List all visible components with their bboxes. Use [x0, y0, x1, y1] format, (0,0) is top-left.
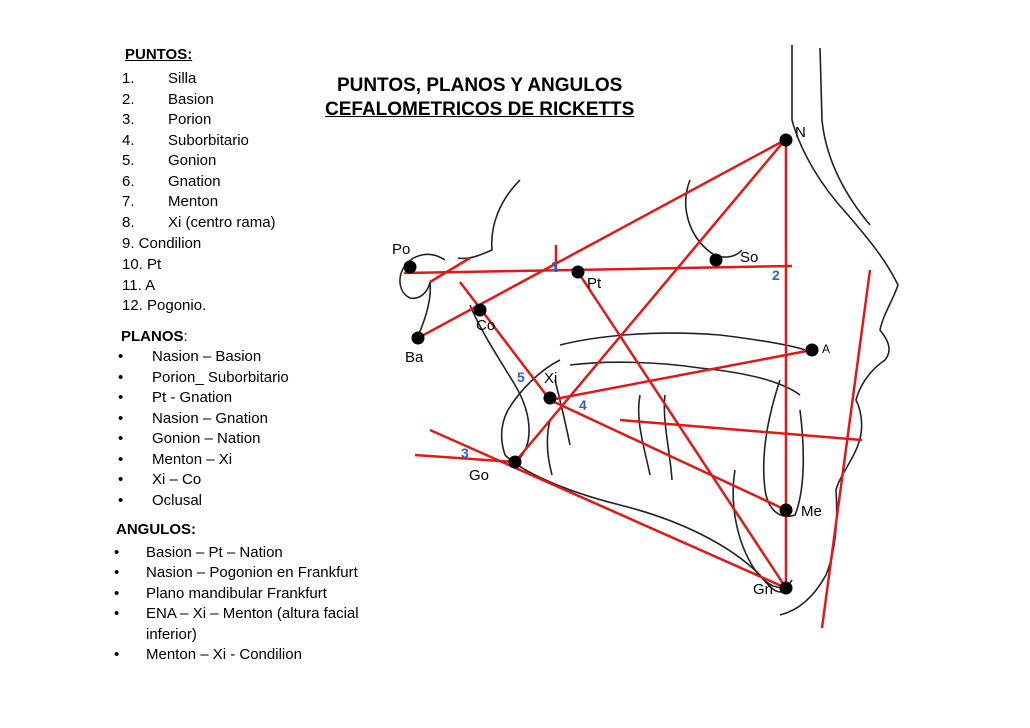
skull-tracing: [399, 45, 899, 616]
nasal-profile: [819, 47, 871, 226]
orbit-outline: [684, 179, 743, 258]
plano-item: •Nasion – Gnation: [118, 410, 268, 427]
plane-oclusal: [619, 418, 863, 442]
label-po: Po: [392, 241, 410, 258]
ramus-outline: [469, 304, 530, 459]
cephalometric-lines: [403, 138, 872, 629]
label-co: Co: [476, 317, 495, 334]
punto-item: 5.Gonion: [122, 152, 217, 169]
plane-frankfurt: [403, 264, 793, 275]
page-title: PUNTOS, PLANOS Y ANGULOS CEFALOMETRICOS …: [325, 74, 634, 122]
punto-item: 8.Xi (centro rama): [122, 214, 276, 231]
tooth-incisor: [762, 379, 805, 517]
point-me: [779, 503, 793, 517]
plane-xi-menton: [549, 398, 787, 512]
plano-item: •Menton – Xi: [118, 451, 233, 468]
number-1: 1: [551, 258, 559, 274]
plane-mandibular: [429, 428, 787, 590]
plano-item: •Nasion – Basion: [118, 348, 262, 365]
label-go: Go: [469, 467, 489, 484]
ear-region: [399, 253, 446, 300]
title-line-2: CEFALOMETRICOS DE RICKETTS: [325, 99, 635, 120]
number-4: 4: [579, 397, 587, 413]
number-5: 5: [517, 369, 525, 385]
point-go: [508, 455, 522, 469]
plane-xi-a: [549, 348, 813, 402]
plane-pt-gnation: [576, 271, 788, 589]
cephalometric-points: [403, 133, 819, 595]
point-labels: N Po So Pt Co Ba A Xi Go Me Gn: [392, 124, 830, 598]
plane-gonion-nasion: [514, 139, 786, 463]
label-a: A: [822, 342, 830, 356]
point-ba: [411, 331, 425, 345]
point-so: [709, 253, 723, 267]
angulo-item: •Nasion – Pogonion en Frankfurt: [114, 564, 358, 581]
mandibular-canal: [546, 379, 571, 476]
punto-item: 2.Basion: [122, 91, 214, 108]
label-pt: Pt: [587, 275, 602, 292]
plane-nasion-pogonion: [820, 269, 872, 629]
point-pt: [571, 265, 585, 279]
plane-xi-co: [459, 281, 551, 401]
point-xi: [543, 391, 557, 405]
point-a: [805, 343, 819, 357]
punto-item: 10. Pt: [122, 256, 162, 273]
point-co: [473, 303, 487, 317]
angulo-item: •Plano mandibular Frankfurt: [114, 585, 327, 602]
point-gn: [779, 581, 793, 595]
plano-item: •Xi – Co: [118, 471, 202, 488]
plano-item: •Oclusal: [118, 492, 203, 509]
label-ba: Ba: [405, 349, 424, 366]
point-po: [403, 260, 417, 274]
palate-outline: [569, 361, 801, 396]
puntos-heading: PUNTOS:: [125, 46, 193, 63]
angulo-item-continued: inferior): [146, 626, 197, 643]
cervical-outline: [500, 359, 561, 456]
maxilla-outline: [559, 332, 806, 351]
plane-numbers: 1 2 3 4 5: [461, 258, 780, 461]
punto-item: 9. Condilion: [122, 235, 202, 252]
plano-item: •Gonion – Nation: [118, 430, 261, 447]
posterior-cranium: [457, 179, 521, 260]
point-n: [779, 133, 793, 147]
plano-item: •Pt - Gnation: [118, 389, 233, 406]
planos-heading: PLANOS:: [121, 328, 188, 345]
punto-item: 12. Pogonio.: [122, 297, 207, 314]
angulo-item: •Menton – Xi - Condilion: [114, 646, 302, 663]
label-xi: Xi: [544, 370, 557, 387]
angulo-item: •ENA – Xi – Menton (altura facial: [114, 605, 359, 622]
mandible-outline: [504, 454, 787, 593]
title-line-1: PUNTOS, PLANOS Y ANGULOS: [336, 75, 623, 96]
punto-item: 11. A: [122, 277, 156, 294]
plane-go-segment: [414, 453, 516, 464]
plano-item: •Porion_ Suborbitario: [118, 369, 289, 386]
punto-item: 7.Menton: [122, 193, 219, 210]
punto-item: 6.Gnation: [122, 173, 221, 190]
label-so: So: [740, 249, 758, 266]
plane-occipital: [429, 256, 471, 284]
label-me: Me: [801, 503, 822, 520]
angulo-item: •Basion – Pt – Nation: [114, 544, 283, 561]
label-n: N: [795, 124, 806, 141]
punto-item: 4.Suborbitario: [122, 132, 249, 149]
label-gn: Gn: [753, 581, 773, 598]
punto-item: 3.Porion: [122, 111, 212, 128]
number-2: 2: [772, 267, 780, 283]
angulos-heading: ANGULOS:: [116, 521, 196, 538]
occipital-curve: [417, 281, 432, 337]
punto-item: 1.Silla: [122, 70, 197, 87]
number-3: 3: [461, 445, 469, 461]
